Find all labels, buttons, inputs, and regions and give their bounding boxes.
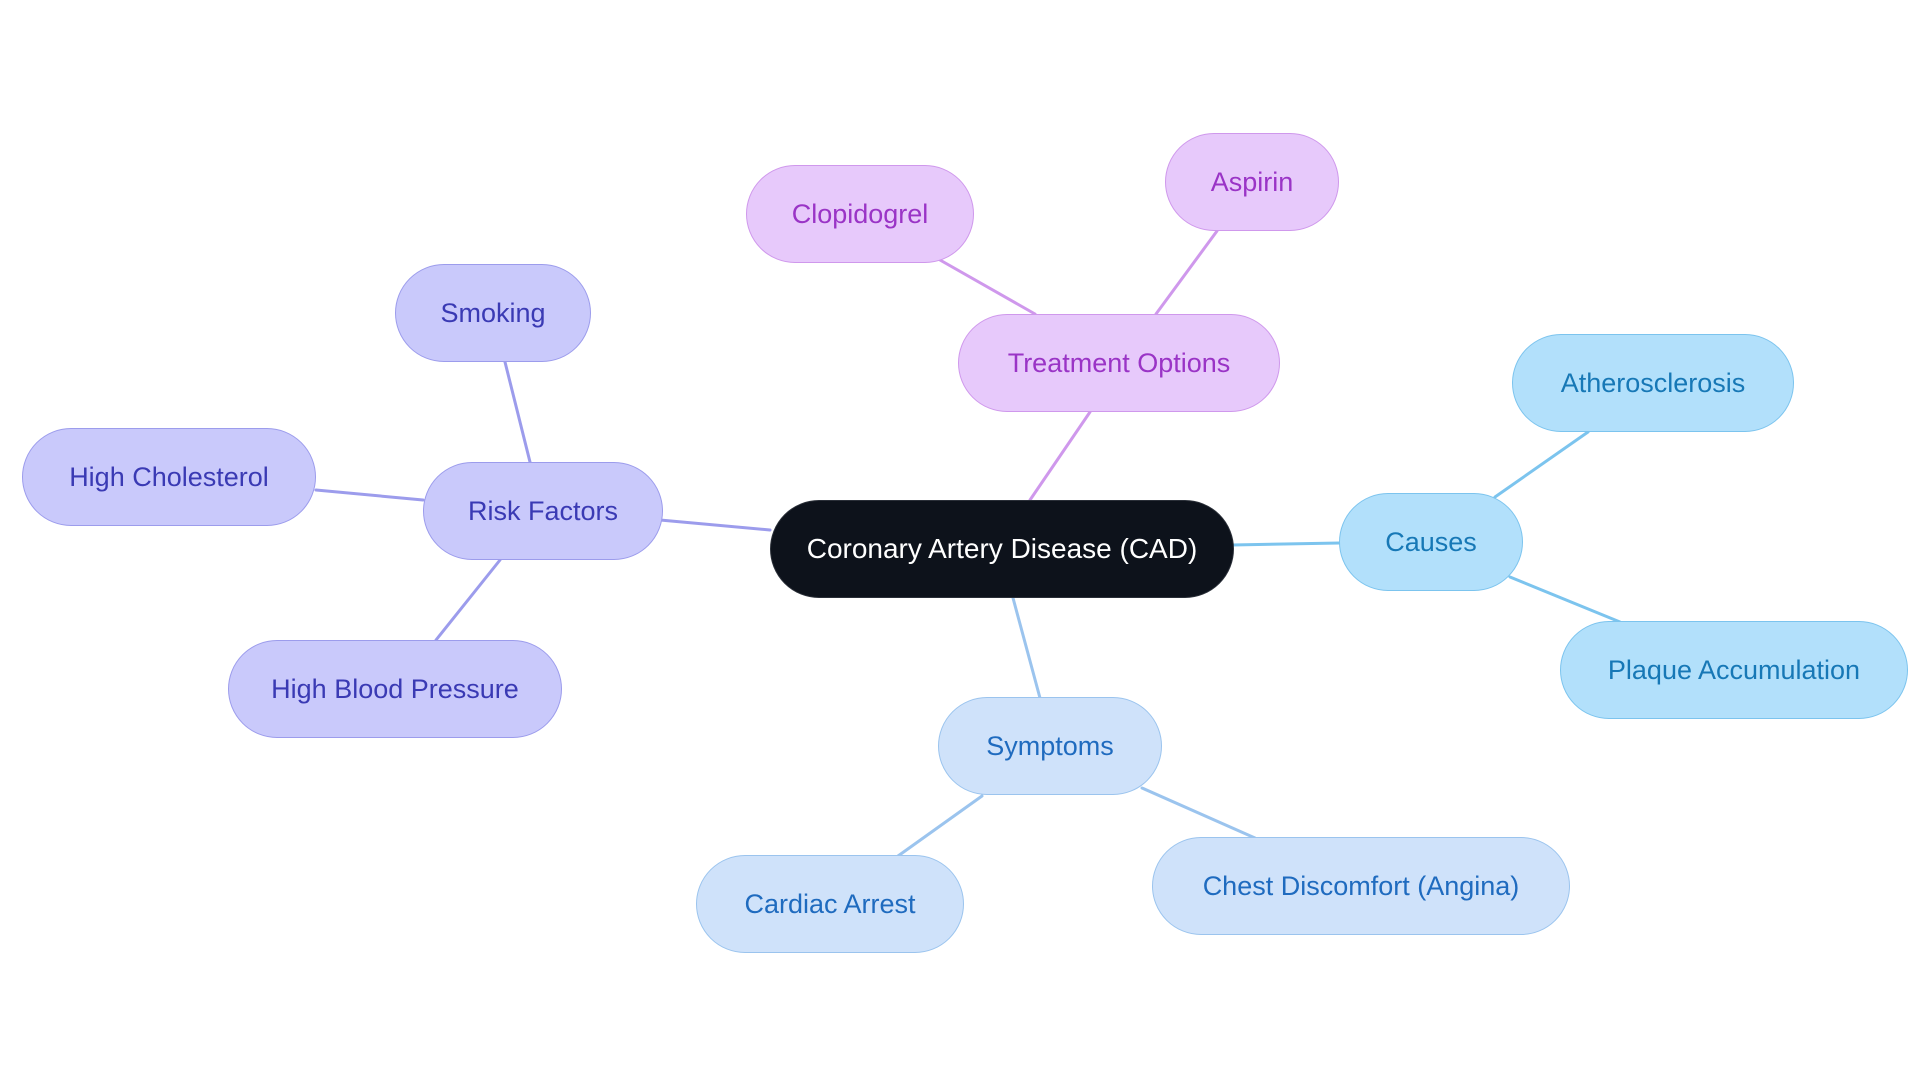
edge-risk-smoking — [503, 360, 532, 464]
branch-treatment-options[interactable]: Treatment Options — [958, 314, 1280, 412]
branch-risk-factors-label: Risk Factors — [467, 495, 619, 526]
edge-root-risk-factors — [658, 518, 772, 532]
edge-treatment-aspirin — [1154, 229, 1219, 316]
leaf-high-cholesterol[interactable]: High Cholesterol — [22, 428, 316, 526]
branch-symptoms[interactable]: Symptoms — [938, 697, 1162, 795]
root-node-label: Coronary Artery Disease (CAD) — [806, 533, 1198, 564]
branch-causes-label: Causes — [1385, 526, 1477, 557]
leaf-chest-discomfort[interactable]: Chest Discomfort (Angina) — [1152, 837, 1570, 935]
leaf-high-cholesterol-label: High Cholesterol — [69, 461, 269, 492]
edge-causes-plaque-accumulation — [1508, 575, 1622, 624]
branch-risk-factors[interactable]: Risk Factors — [423, 462, 663, 560]
edge-symptoms-cardiac-arrest — [896, 794, 984, 858]
edge-causes-atherosclerosis — [1493, 430, 1590, 499]
leaf-cardiac-arrest-label: Cardiac Arrest — [744, 888, 916, 919]
edge-root-treatment-options — [1028, 410, 1092, 502]
edge-root-causes — [1230, 541, 1342, 547]
leaf-plaque-accumulation-label: Plaque Accumulation — [1607, 654, 1861, 685]
branch-symptoms-label: Symptoms — [986, 730, 1114, 761]
leaf-cardiac-arrest[interactable]: Cardiac Arrest — [696, 855, 964, 953]
leaf-high-blood-pressure-label: High Blood Pressure — [271, 673, 519, 704]
leaf-high-blood-pressure[interactable]: High Blood Pressure — [228, 640, 562, 738]
edge-risk-high-cholesterol — [314, 488, 425, 502]
edge-symptoms-chest-discomfort — [1140, 786, 1257, 840]
leaf-clopidogrel[interactable]: Clopidogrel — [746, 165, 974, 263]
leaf-clopidogrel-label: Clopidogrel — [791, 198, 929, 229]
leaf-chest-discomfort-label: Chest Discomfort (Angina) — [1202, 870, 1520, 901]
root-node[interactable]: Coronary Artery Disease (CAD) — [770, 500, 1234, 598]
leaf-smoking-label: Smoking — [440, 297, 546, 328]
branch-treatment-options-label: Treatment Options — [1007, 347, 1231, 378]
leaf-smoking[interactable]: Smoking — [395, 264, 591, 362]
edge-treatment-clopidogrel — [938, 258, 1037, 316]
edge-root-symptoms — [1011, 596, 1042, 700]
branch-causes[interactable]: Causes — [1339, 493, 1523, 591]
leaf-aspirin-label: Aspirin — [1210, 166, 1294, 197]
edge-risk-high-blood-pressure — [434, 558, 502, 642]
leaf-atherosclerosis[interactable]: Atherosclerosis — [1512, 334, 1794, 432]
leaf-aspirin[interactable]: Aspirin — [1165, 133, 1339, 231]
leaf-atherosclerosis-label: Atherosclerosis — [1560, 367, 1746, 398]
leaf-plaque-accumulation[interactable]: Plaque Accumulation — [1560, 621, 1908, 719]
